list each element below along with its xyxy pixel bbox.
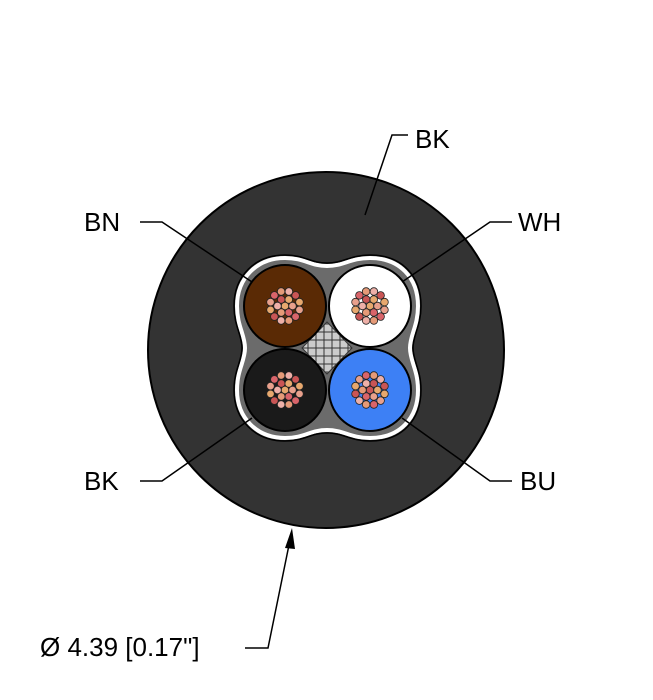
conductor-strand <box>361 287 371 296</box>
conductor-strand <box>362 379 371 388</box>
conductor-strand <box>295 381 304 391</box>
conductor-strand <box>355 291 364 300</box>
conductor-strand <box>380 297 389 307</box>
conductor-strand <box>369 379 378 388</box>
conductor-strand <box>288 385 297 395</box>
conductor-strand <box>270 375 279 384</box>
conductor-strand <box>362 295 371 304</box>
conductor-strand <box>355 312 364 321</box>
conductor-strand <box>369 308 378 317</box>
conductor-strand <box>276 400 286 409</box>
leader-jacket <box>364 134 408 216</box>
conductor-strand <box>266 297 275 307</box>
conductor-strand <box>358 385 367 395</box>
label-wh: WH <box>518 207 562 237</box>
conductor-strand <box>277 295 286 304</box>
conductor-strand <box>295 297 304 307</box>
conductor-strand <box>351 389 360 399</box>
conductor-strand <box>369 400 379 409</box>
conductor-strand <box>369 295 378 304</box>
conductor-strand <box>273 301 282 311</box>
conductor-strand <box>358 301 367 311</box>
conductor-strand <box>270 291 279 300</box>
conductor-strand <box>361 316 371 325</box>
conductor-strand <box>266 389 275 399</box>
conductor-strand <box>291 312 300 321</box>
conductor-strand <box>288 301 297 311</box>
conductor-strand <box>380 389 389 399</box>
conductor-strand <box>284 400 294 409</box>
conductor-strand <box>361 371 371 380</box>
conductor-strand <box>369 287 379 296</box>
conductor-strand <box>284 371 294 380</box>
conductor-strand <box>276 316 286 325</box>
conductor-strand <box>276 287 286 296</box>
conductor-strand <box>351 381 360 391</box>
label-bk: BK <box>84 466 119 496</box>
leader-lines <box>140 134 512 649</box>
conductor-strand <box>270 312 279 321</box>
conductor-strand <box>284 392 293 401</box>
conductor-strand <box>295 305 304 315</box>
conductor-strand <box>284 295 293 304</box>
conductor-strand <box>380 305 389 315</box>
conductor-strand <box>373 301 382 311</box>
label-bu: BU <box>520 466 557 496</box>
dimension-leader <box>245 539 291 649</box>
conductor-strand <box>361 400 371 409</box>
conductor-strand <box>376 291 385 300</box>
conductor-strand <box>291 396 300 405</box>
conductor-strand <box>284 316 294 325</box>
conductor-strand <box>376 396 385 405</box>
leader-blue <box>401 417 512 482</box>
conductor-strand <box>369 316 379 325</box>
conductor-strand <box>291 291 300 300</box>
conductor-strand <box>376 312 385 321</box>
conductor-strand <box>373 385 382 395</box>
conductor-strand <box>380 381 389 391</box>
conductor-strand <box>284 308 293 317</box>
conductor-strand <box>291 375 300 384</box>
leader-white <box>401 221 512 283</box>
conductor-strand <box>295 389 304 399</box>
dimension-arrowhead <box>285 528 295 549</box>
conductor-strand <box>266 381 275 391</box>
label-bn: BN <box>84 207 121 237</box>
conductor-strand <box>284 287 294 296</box>
conductor-strand <box>273 385 282 395</box>
label-jacket-bk: BK <box>415 124 450 154</box>
diameter-label: Ø 4.39 [0.17"] <box>40 632 200 662</box>
conductor-strand <box>355 375 364 384</box>
conductor-strand <box>270 396 279 405</box>
leader-black <box>140 417 253 482</box>
conductor-strand <box>284 379 293 388</box>
conductor-strand <box>355 396 364 405</box>
conductor-strand <box>369 371 379 380</box>
conductor-strand <box>276 371 286 380</box>
conductor-strand <box>277 379 286 388</box>
conductor-strand <box>376 375 385 384</box>
conductor-strand <box>369 392 378 401</box>
inner-sheath-outline <box>233 254 422 442</box>
conductor-strand <box>351 297 360 307</box>
conductor-strand <box>266 305 275 315</box>
conductor-strand <box>351 305 360 315</box>
leader-brown <box>140 221 253 283</box>
